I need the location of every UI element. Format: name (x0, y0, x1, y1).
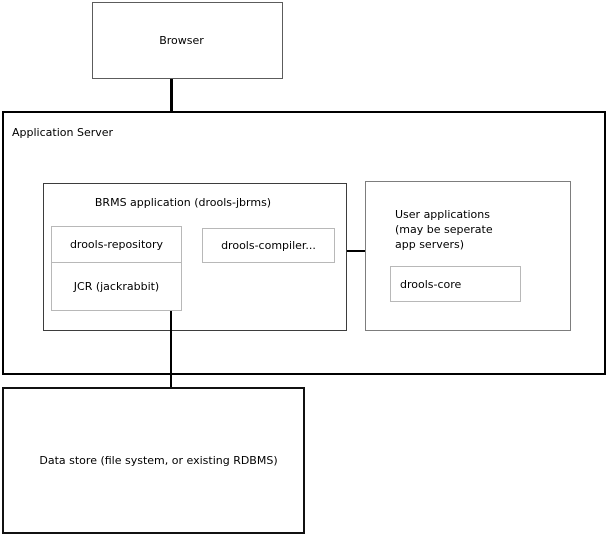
edge-jcr-datastore (170, 311, 172, 388)
drools-core-label: drools-core (400, 277, 462, 291)
application-server-node: Application Server (2, 111, 606, 375)
application-server-label: Application Server (12, 126, 114, 139)
drools-compiler-label: drools-compiler... (221, 239, 316, 252)
browser-label: Browser (159, 34, 204, 47)
user-applications-label-line3: app servers) (395, 238, 465, 251)
brms-application-label: BRMS application (drools-jbrms) (94, 196, 272, 209)
drools-repository-label: drools-repository (69, 238, 164, 251)
jcr-jackrabbit-node: JCR (jackrabbit) (51, 263, 182, 311)
user-applications-label: User applications (may be seperate app s… (395, 207, 493, 252)
jcr-jackrabbit-label: JCR (jackrabbit) (73, 280, 160, 293)
data-store-label: Data store (file system, or existing RDB… (39, 454, 278, 467)
edge-brms-userapps (347, 250, 365, 252)
drools-compiler-node: drools-compiler... (202, 228, 335, 263)
browser-node: Browser (92, 2, 283, 79)
data-store-node: Data store (file system, or existing RDB… (2, 387, 305, 534)
drools-repository-node: drools-repository (51, 226, 182, 263)
edge-browser-appserver (170, 79, 173, 111)
user-applications-label-line2: (may be seperate (395, 223, 493, 236)
user-applications-label-line1: User applications (395, 208, 490, 221)
user-applications-node: User applications (may be seperate app s… (365, 181, 571, 331)
drools-core-node: drools-core (390, 266, 521, 302)
